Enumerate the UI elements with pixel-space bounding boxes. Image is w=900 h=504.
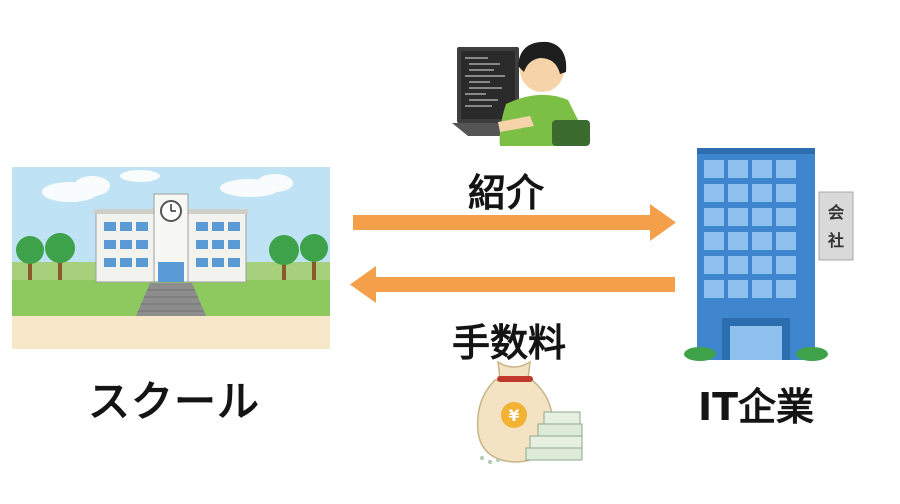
fee-arrow (350, 266, 675, 303)
school-building-icon (12, 167, 330, 349)
yen-symbol: ¥ (508, 406, 519, 425)
company-sign-char-1: 会 (828, 203, 844, 222)
company-sign-char-2: 社 (827, 231, 844, 250)
intro-arrow (353, 204, 676, 241)
school-label: スクール (88, 377, 261, 426)
company-label: IT企業 (698, 385, 815, 429)
fee-label: 手数料 (452, 321, 567, 365)
intro-label: 紹介 (468, 171, 545, 215)
